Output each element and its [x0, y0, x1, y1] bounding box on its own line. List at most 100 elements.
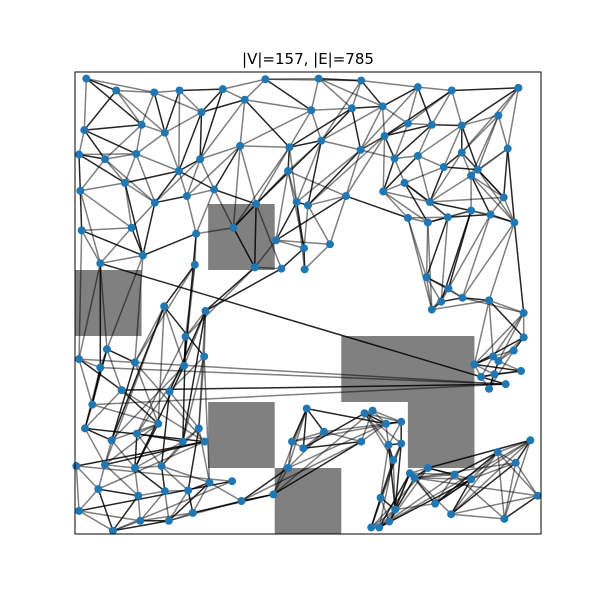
- graph-node: [160, 128, 169, 137]
- graph-edge: [78, 230, 83, 360]
- graph-edge: [382, 158, 396, 192]
- graph-node: [423, 464, 432, 472]
- graph-edge: [137, 495, 141, 521]
- graph-edge: [124, 170, 180, 184]
- graph-edge: [320, 107, 353, 142]
- graph-edge: [289, 139, 322, 148]
- graph-edge: [240, 467, 289, 502]
- graph-node: [130, 464, 139, 472]
- graph-node: [378, 102, 387, 111]
- graph-edge: [506, 148, 516, 223]
- graph-edge: [473, 300, 490, 365]
- graph-edge: [78, 153, 126, 184]
- graph-edge: [381, 106, 386, 137]
- graph-edge: [168, 481, 210, 522]
- graph-edge: [295, 140, 323, 203]
- graph-node: [413, 151, 422, 160]
- graph-edge: [372, 409, 402, 423]
- graph-edge: [287, 423, 387, 469]
- graph-edge: [307, 135, 386, 206]
- graph-edge: [417, 155, 445, 168]
- graph-edge: [461, 87, 519, 154]
- graph-edge: [213, 189, 235, 229]
- graph-edge: [280, 247, 305, 270]
- graph-node: [357, 437, 366, 446]
- graph-node: [252, 200, 261, 208]
- graph-node: [127, 223, 136, 232]
- graph-node: [509, 346, 518, 355]
- graph-edge: [427, 439, 531, 469]
- graph-edge: [134, 365, 185, 469]
- graph-node: [410, 473, 419, 482]
- graph-edge: [213, 188, 257, 205]
- graph-edge: [199, 145, 241, 160]
- graph-edge: [182, 356, 205, 442]
- graph-edge: [378, 472, 411, 528]
- graph-node: [88, 400, 97, 409]
- graph-edge: [382, 155, 419, 192]
- graph-edge: [186, 195, 197, 234]
- graph-edge: [204, 266, 256, 312]
- graph-edge: [382, 136, 386, 192]
- graph-edge: [157, 306, 165, 424]
- graph-edge: [429, 196, 504, 203]
- graph-edge: [244, 98, 312, 112]
- graph-edge: [359, 105, 384, 151]
- graph-edge: [474, 336, 525, 366]
- graph-node: [299, 444, 308, 453]
- graph-edge: [239, 99, 246, 146]
- graph-edge: [417, 124, 463, 157]
- graph-node: [427, 120, 436, 129]
- graph-edge: [383, 190, 430, 203]
- graph-edge: [447, 213, 491, 218]
- graph-node: [184, 486, 193, 495]
- graph-node: [443, 213, 452, 222]
- graph-edge: [186, 158, 201, 197]
- graph-node: [341, 192, 350, 201]
- graph-node: [102, 345, 111, 354]
- graph-node: [490, 370, 499, 379]
- graph-edge: [363, 412, 394, 461]
- graph-edge: [407, 122, 432, 126]
- graph-edge: [115, 89, 166, 134]
- graph-node: [380, 132, 389, 141]
- graph-node: [485, 384, 494, 393]
- graph-edge: [161, 465, 189, 491]
- graph-edge: [134, 361, 206, 443]
- graph-edge: [78, 153, 106, 160]
- obstacle-rect: [407, 402, 475, 468]
- graph-edge: [84, 389, 123, 429]
- graph-edge: [275, 201, 298, 241]
- graph-node: [437, 297, 446, 306]
- graph-node: [391, 505, 400, 514]
- graph-edge: [461, 152, 505, 198]
- graph-edge: [192, 493, 274, 514]
- graph-edge: [265, 78, 362, 82]
- graph-edge: [473, 312, 525, 365]
- graph-edge: [134, 467, 166, 492]
- graph-edge: [427, 467, 472, 480]
- graph-node: [501, 380, 510, 389]
- graph-edge: [134, 264, 196, 363]
- graph-node: [514, 83, 523, 92]
- graph-edge: [135, 132, 166, 155]
- graph-edge: [488, 300, 494, 357]
- graph-edge: [414, 477, 472, 480]
- graph-edge: [154, 195, 187, 204]
- graph-edge: [502, 148, 509, 198]
- graph-edge: [239, 109, 312, 147]
- graph-edge: [178, 158, 201, 172]
- graph-edge: [384, 124, 432, 137]
- graph-edge: [404, 182, 449, 218]
- graph-edge: [318, 77, 383, 108]
- graph-node: [218, 85, 227, 94]
- graph-edge: [302, 408, 308, 449]
- graph-edge: [121, 389, 206, 443]
- graph-edge: [255, 203, 283, 269]
- graph-node: [201, 306, 210, 315]
- graph-node: [229, 223, 238, 232]
- graph-edge: [78, 358, 506, 385]
- graph-edge: [135, 153, 180, 172]
- graph-edge: [136, 433, 163, 467]
- graph-edge: [83, 78, 88, 131]
